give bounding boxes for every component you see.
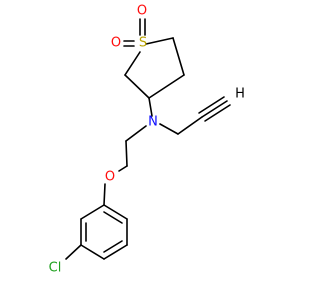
molecule-diagram: O S O N H O Cl bbox=[49, 4, 245, 276]
bond-triple-c bbox=[204, 104, 231, 122]
bond-n-ch2-chain bbox=[125, 125, 147, 142]
bond-chain-ch2-ch2 bbox=[125, 140, 128, 167]
bond-o-aryl bbox=[103, 183, 106, 206]
bond-n-ch2 bbox=[159, 123, 179, 135]
bond-c2-c3 bbox=[172, 37, 185, 76]
bond-c4-c5 bbox=[124, 74, 150, 99]
bond-c-cl bbox=[65, 244, 82, 260]
bond-ar-4-5 bbox=[80, 244, 105, 260]
nitrogen-label: N bbox=[148, 115, 158, 130]
oxygen-left-label: O bbox=[111, 36, 121, 51]
bond-ar-inner-1 bbox=[103, 211, 123, 224]
bond-ch2-csp bbox=[177, 116, 203, 135]
bond-ch2-o bbox=[118, 165, 128, 172]
chlorine-label: Cl bbox=[49, 261, 62, 276]
bond-ar-6-1 bbox=[80, 204, 105, 220]
bond-triple-a bbox=[201, 100, 228, 118]
bond-c3-c4 bbox=[148, 74, 185, 99]
bond-ar-3-4 bbox=[103, 244, 128, 260]
bond-c5-s bbox=[124, 51, 141, 76]
hydrogen-label: H bbox=[235, 87, 245, 102]
sulfur-label: S bbox=[139, 36, 147, 51]
bond-ar-1-2 bbox=[103, 204, 128, 220]
oxygen-top-label: O bbox=[137, 4, 147, 19]
oxygen-ether-label: O bbox=[105, 170, 115, 185]
bond-c4-n bbox=[148, 97, 153, 117]
structure-svg: O S O N H O Cl bbox=[49, 4, 245, 276]
bond-triple-b bbox=[198, 96, 225, 114]
bond-ar-inner-2 bbox=[103, 240, 123, 253]
bond-s-c2 bbox=[145, 37, 174, 45]
